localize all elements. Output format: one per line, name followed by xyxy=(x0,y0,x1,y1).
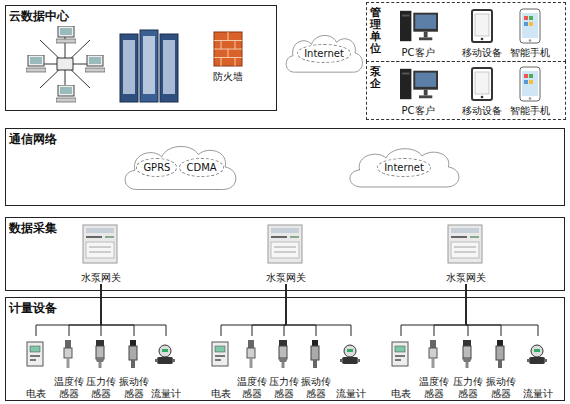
region-band: 数据采集水泵网关 水泵网关 水泵网关 xyxy=(5,217,565,291)
device-node: 电表 xyxy=(205,336,237,400)
node-label: 泵企 xyxy=(370,66,381,90)
node-label: 电表 xyxy=(26,388,46,400)
bus-wire xyxy=(466,284,538,336)
region-band: 计量设备电表温度传感器压力传感器振动传感器流量计电表温度传感器压力传感器振动传感… xyxy=(5,297,565,401)
bus-wire xyxy=(286,284,351,336)
node-label: 压力传感器 xyxy=(452,376,484,400)
device-node: 温度传感器 xyxy=(236,336,268,400)
node-label: Internet xyxy=(377,158,431,177)
client-label: 移动设备 xyxy=(462,46,502,60)
network-cloud: Internet xyxy=(282,30,366,76)
node-label: 压力传感器 xyxy=(268,376,300,400)
node-label: 温度传感器 xyxy=(236,376,268,400)
node-label: 温度传感器 xyxy=(418,376,450,400)
device-node: 振动传感器 xyxy=(485,336,517,400)
node-label: Internet xyxy=(297,44,351,63)
device-node: 电表 xyxy=(20,336,52,400)
node-label: 流量计 xyxy=(523,388,553,400)
device-node: 振动传感器 xyxy=(118,336,150,400)
device-node: 压力传感器 xyxy=(452,336,484,400)
device-node: 水泵网关 xyxy=(441,223,491,284)
node-label: CDMA xyxy=(179,158,223,177)
node-label: 电表 xyxy=(211,388,231,400)
bus-wire xyxy=(101,284,166,336)
client-label: PC客户 xyxy=(401,46,434,60)
node-label: 水泵网关 xyxy=(266,272,306,284)
node-label: 振动传感器 xyxy=(300,376,332,400)
node-label: 温度传感器 xyxy=(53,376,85,400)
band-heading: 数据采集 xyxy=(9,220,57,237)
node-label: 电表 xyxy=(391,388,411,400)
device-node: 电表 xyxy=(385,336,417,400)
region-band: 云数据中心 xyxy=(5,5,277,111)
firewall-icon xyxy=(214,32,242,66)
computer-network xyxy=(26,26,105,102)
node-label: 流量计 xyxy=(336,388,366,400)
network-cloud: Internet xyxy=(344,143,464,191)
node-label: 振动传感器 xyxy=(118,376,150,400)
node-label: 振动传感器 xyxy=(485,376,517,400)
device-node: 温度传感器 xyxy=(53,336,85,400)
bus-wire xyxy=(434,284,466,336)
bus-wire xyxy=(401,284,466,336)
node-label: 管理单位 xyxy=(370,7,381,55)
device-node: 温度传感器 xyxy=(418,336,450,400)
device-node: 水泵网关 xyxy=(76,223,126,284)
device-node: 压力传感器 xyxy=(85,336,117,400)
firewall-label: 防火墙 xyxy=(213,70,243,84)
band-heading: 云数据中心 xyxy=(9,8,69,25)
client-label: 智能手机 xyxy=(510,46,550,60)
bus-wire xyxy=(252,284,286,336)
node-label: 流量计 xyxy=(151,388,181,400)
server-rack xyxy=(120,30,178,102)
node-label: GPRS xyxy=(136,158,177,177)
bus-wire xyxy=(101,284,134,336)
client-label: PC客户 xyxy=(401,104,434,118)
device-node: 水泵网关 xyxy=(261,223,311,284)
node-label: 水泵网关 xyxy=(81,272,121,284)
device-node: 流量计 xyxy=(335,336,367,400)
client-label: 移动设备 xyxy=(462,104,502,118)
device-node: 流量计 xyxy=(150,336,182,400)
bus-wire xyxy=(221,284,286,336)
bus-wire xyxy=(466,284,501,336)
device-node: 压力传感器 xyxy=(268,336,300,400)
region-band: 通信网络 GPRSCDMA Internet xyxy=(5,128,565,206)
device-node: 流量计 xyxy=(522,336,554,400)
band-heading: 通信网络 xyxy=(9,131,57,148)
band-heading: 计量设备 xyxy=(9,300,57,317)
network-cloud: GPRSCDMA xyxy=(119,140,241,194)
client-label: 智能手机 xyxy=(510,104,550,118)
node-label: 压力传感器 xyxy=(85,376,117,400)
bus-wire xyxy=(286,284,316,336)
device-node: 振动传感器 xyxy=(300,336,332,400)
node-label: 水泵网关 xyxy=(446,272,486,284)
bus-wire xyxy=(69,284,101,336)
